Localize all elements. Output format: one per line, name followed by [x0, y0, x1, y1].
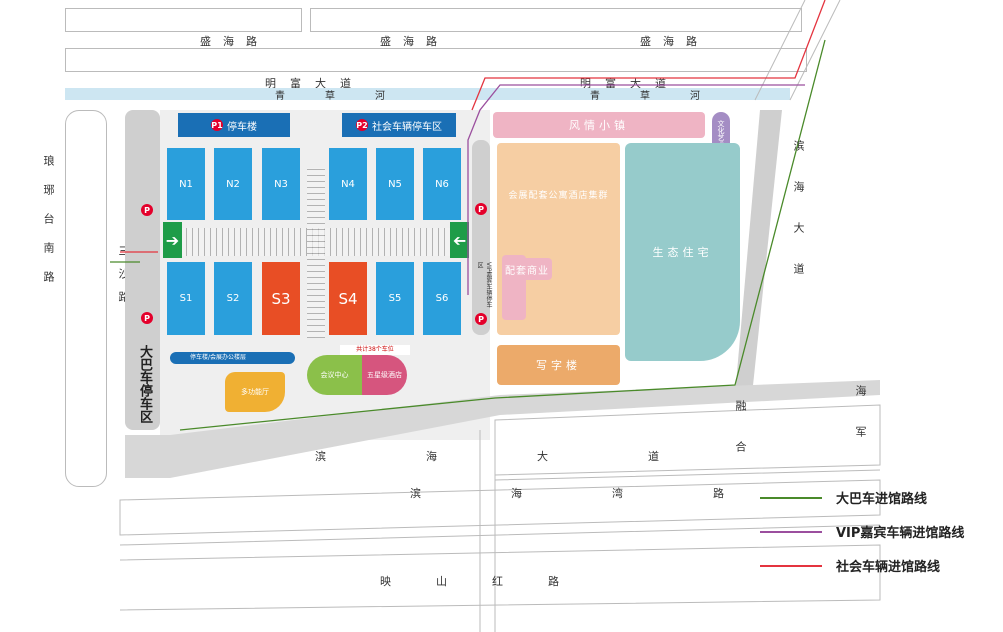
parking-spaces: 共计38个车位: [340, 345, 410, 355]
legend-line: [760, 496, 822, 499]
vip-parking-label: VIP嘉宾车辆停车区: [476, 262, 492, 308]
p1-parking: P1 停车楼: [178, 113, 290, 137]
parking-icon: P: [141, 204, 153, 216]
bus-route: [179, 39, 826, 431]
road-edge: [754, 0, 841, 101]
p1-label: 停车楼: [227, 121, 257, 133]
river: [65, 88, 790, 100]
legend-line: [760, 564, 822, 567]
hall-n1: N1: [167, 148, 205, 220]
road-label: 盛海路: [640, 35, 709, 48]
hall-n4: N4: [329, 148, 367, 220]
parking-icon: P: [475, 313, 487, 325]
river-label: 青草河: [590, 91, 740, 102]
eco-residence: 生态住宅: [625, 143, 740, 361]
vip-parking-strip: [472, 140, 490, 335]
road-label: 滨海大道: [315, 450, 759, 463]
hall-n2: N2: [214, 148, 252, 220]
road-label: 明富大道: [580, 77, 680, 90]
hall-s6: S6: [423, 262, 461, 335]
town-zone: 风情小镇: [493, 112, 705, 138]
parking-icon: P2: [356, 119, 368, 131]
hall-s1: S1: [167, 262, 205, 335]
vip-route: [467, 84, 805, 295]
bus-parking-label: 大巴车停车区: [137, 345, 152, 423]
legend-public: 社会车辆进馆路线: [760, 556, 940, 575]
hall-s2: S2: [214, 262, 252, 335]
road-label: 盛海路: [200, 35, 269, 48]
road-label: 海军: [854, 385, 867, 467]
hall-n6: N6: [423, 148, 461, 220]
road-label: 滨海湾路: [410, 487, 814, 500]
p2-label: 社会车辆停车区: [372, 121, 442, 133]
road-label: 映山红路: [380, 575, 604, 588]
legend-label: 社会车辆进馆路线: [836, 560, 941, 575]
hall-n5: N5: [376, 148, 414, 220]
road-label: 滨海大道: [792, 140, 805, 304]
legend-label: 大巴车进馆路线: [836, 492, 928, 507]
multi-function-hall: 多功能厅: [225, 372, 285, 412]
parking-icon: P: [475, 203, 487, 215]
commerce-label: 配套商业: [502, 258, 552, 280]
block: [65, 8, 302, 32]
parking-strip: [125, 110, 160, 430]
block: [65, 110, 107, 487]
block: [65, 48, 807, 72]
road-edge: [479, 430, 496, 632]
road-label: 明富大道: [265, 77, 365, 90]
walkway: [307, 168, 325, 338]
legend-bus: 大巴车进馆路线: [760, 488, 927, 507]
legend-label: VIP嘉宾车辆进馆路线: [836, 526, 965, 541]
hall-n3: N3: [262, 148, 300, 220]
road-median: [735, 110, 782, 395]
conference-center: 会议中心: [307, 355, 362, 395]
road-edge: [119, 404, 881, 611]
road-label: 盛海路: [380, 35, 449, 48]
office-floor: 停车楼/会展办公楼层: [170, 352, 295, 364]
entrance-arrow-icon: ➔: [163, 222, 182, 258]
hotel: 五星级酒店: [362, 355, 407, 395]
p2-parking: P2 社会车辆停车区: [342, 113, 456, 137]
hall-s5: S5: [376, 262, 414, 335]
river-label: 青草河: [275, 91, 425, 102]
legend-line: [760, 530, 822, 533]
legend-vip: VIP嘉宾车辆进馆路线: [760, 522, 964, 541]
parking-icon: P: [141, 312, 153, 324]
hall-s4: S4: [329, 262, 367, 335]
public-route: [471, 0, 826, 111]
road-label: 琅琊台南路: [42, 155, 55, 300]
binhai-road: [125, 380, 880, 478]
parking-icon: P1: [211, 119, 223, 131]
road-label: 融合: [734, 400, 747, 482]
block: [310, 8, 802, 32]
office-building: 写字楼: [497, 345, 620, 385]
hall-s3: S3: [262, 262, 300, 335]
